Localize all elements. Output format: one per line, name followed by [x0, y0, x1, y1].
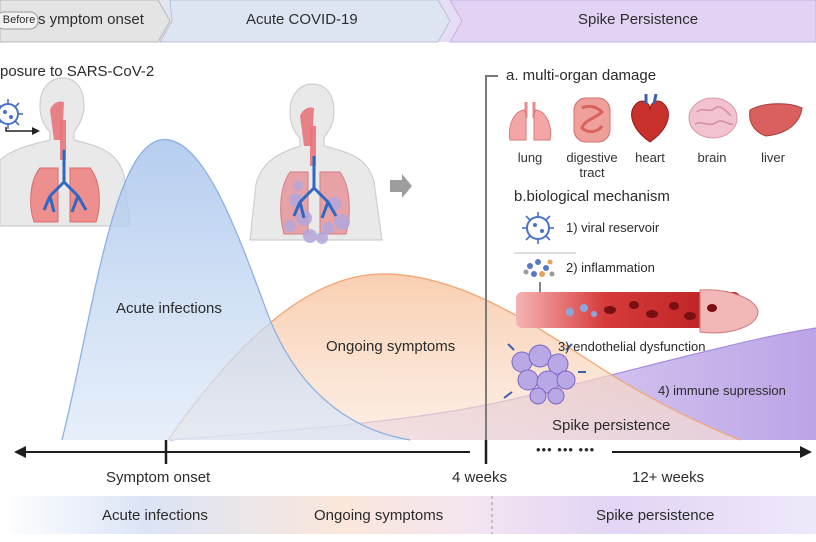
- organ-label-heart: heart: [635, 150, 665, 165]
- timeline-symptom-onset: Symptom onset: [106, 469, 211, 486]
- liver-icon: [749, 103, 803, 137]
- lung-icon: [509, 102, 551, 141]
- body-figure-1: [0, 77, 131, 227]
- immune-cell-cluster-icon: [503, 343, 586, 405]
- organ-label-lung: lung: [517, 150, 543, 165]
- legend-bar: [0, 496, 816, 534]
- panel-a-title: a. multi-organ damage: [506, 67, 657, 84]
- mechanism-viral-reservoir: 1) viral reservoir: [566, 220, 660, 235]
- stage-acute-covid: Acute COVID-19: [246, 11, 358, 28]
- legend-ongoing-symptoms: Ongoing symptoms: [314, 507, 444, 524]
- mechanism-inflammation: 2) inflammation: [566, 260, 655, 275]
- digestive-tract-icon: [573, 97, 611, 143]
- viral-reservoir-icon: [522, 212, 554, 244]
- stage-banner: [0, 0, 816, 43]
- blood-vessel-icon: [516, 289, 759, 334]
- acute-infections-curve: [61, 139, 411, 441]
- heart-icon: [631, 93, 669, 143]
- ongoing-symptoms-label: Ongoing symptoms: [326, 338, 456, 355]
- spike-persistence-label: Spike persistence: [552, 417, 671, 434]
- stage-before-symptom-onset: s ymptom onset: [38, 11, 144, 28]
- organ-label-brain: brain: [697, 150, 727, 165]
- panel-b-title: b.biological mechanism: [514, 188, 670, 205]
- timeline-axis: [14, 440, 812, 464]
- inflammation-icon: [523, 259, 555, 277]
- timeline-dots: ••• ••• •••: [536, 442, 596, 457]
- before-tag: Before: [2, 14, 36, 26]
- brain-icon: [688, 97, 738, 139]
- progression-arrow-icon: [390, 174, 412, 198]
- legend-acute-infections: Acute infections: [102, 507, 208, 524]
- mechanism-endothelial-dysfunction: 3) endothelial dysfunction: [558, 339, 706, 354]
- mechanism-immune-supression: 4) immune supression: [658, 383, 786, 398]
- stage-spike-persistence: Spike Persistence: [578, 11, 699, 28]
- legend-spike-persistence: Spike persistence: [596, 507, 715, 524]
- body-figure-2: [249, 83, 383, 244]
- organ-label-digestive-tract: digestive tract: [566, 150, 618, 180]
- before-tag-pill: [0, 11, 39, 30]
- acute-infections-label: Acute infections: [116, 300, 222, 317]
- stage-arrow-acute: [159, 0, 451, 43]
- timeline-12-weeks: 12+ weeks: [632, 469, 705, 486]
- stage-arrow-spike: [449, 0, 816, 43]
- panel-bracket: [485, 75, 498, 444]
- organ-label-liver: liver: [761, 150, 785, 165]
- exposure-label: posure to SARS-CoV-2: [0, 63, 155, 80]
- virus-icon: [0, 99, 23, 129]
- timeline-4-weeks: 4 weeks: [452, 469, 508, 486]
